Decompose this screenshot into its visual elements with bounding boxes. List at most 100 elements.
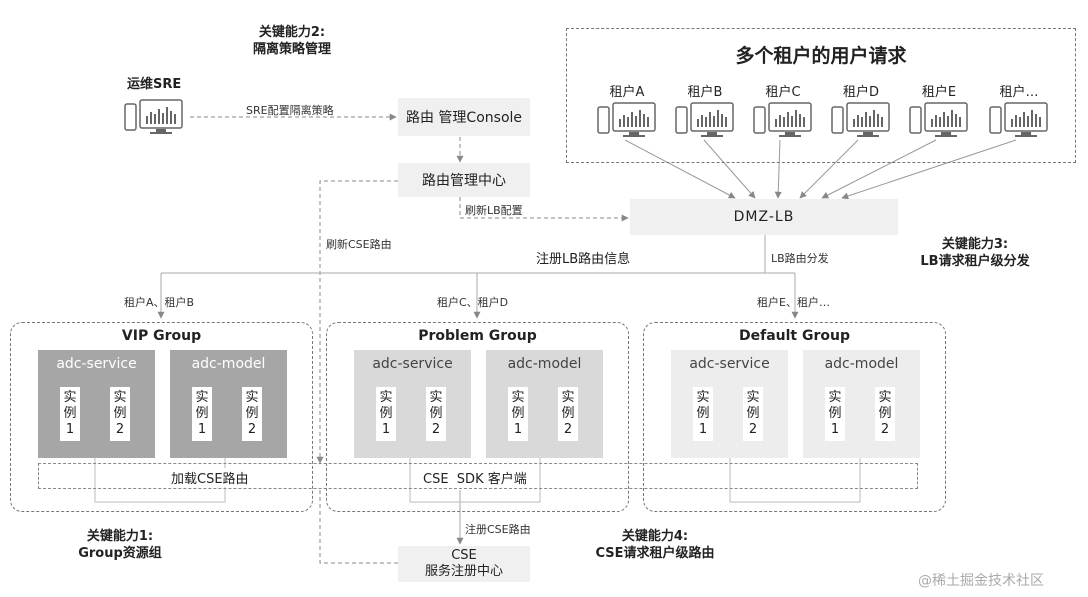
instance-char: 实 bbox=[696, 390, 710, 405]
capability-1-caption: 关键能力1: Group资源组 bbox=[55, 528, 185, 562]
tenant-label: 租户E bbox=[921, 85, 957, 100]
sre-edge-label: SRE配置隔离策略 bbox=[246, 104, 334, 117]
tenant-device-icon bbox=[753, 101, 815, 143]
instance-char: 实 bbox=[63, 390, 77, 405]
instance-char: 例 bbox=[746, 406, 760, 421]
group-title: Default Group bbox=[739, 328, 850, 344]
instance-char: 例 bbox=[511, 406, 525, 421]
instance-char: 例 bbox=[828, 406, 842, 421]
refresh-cse-label: 刷新CSE路由 bbox=[326, 238, 392, 251]
capability-1-desc: Group资源组 bbox=[78, 546, 162, 561]
instance-char: 实 bbox=[878, 390, 892, 405]
capability-3-caption: 关键能力3: LB请求租户级分发 bbox=[900, 236, 1050, 270]
instance-char: 例 bbox=[63, 406, 77, 421]
group-title: VIP Group bbox=[121, 328, 202, 344]
instance-char: 例 bbox=[696, 406, 710, 421]
instance-char: 例 bbox=[429, 406, 443, 421]
tenant-device-icon bbox=[831, 101, 893, 143]
dmz-lb-box: DMZ-LB bbox=[630, 199, 898, 235]
service-name: adc-model bbox=[507, 356, 582, 372]
capability-4-title: 关键能力4: bbox=[621, 529, 689, 544]
route-tag-problem: 租户C、租户D bbox=[437, 296, 509, 309]
sdk-label: CSE SDK 客户端 bbox=[421, 468, 529, 487]
instance-char: 实 bbox=[561, 390, 575, 405]
service-name: adc-model bbox=[191, 356, 266, 372]
capability-2-desc: 隔离策略管理 bbox=[252, 42, 331, 57]
service-name: adc-model bbox=[824, 356, 899, 372]
center-to-lb-edge bbox=[459, 197, 629, 222]
instance-char: 例 bbox=[113, 406, 127, 421]
instance-char: 2 bbox=[563, 422, 573, 437]
instance-char: 例 bbox=[195, 406, 209, 421]
lb-dispatch-label: LB路由分发 bbox=[771, 252, 829, 265]
cse-box-subtitle: 服务注册中心 bbox=[424, 564, 503, 579]
instance-char: 实 bbox=[511, 390, 525, 405]
tenant-device-icon bbox=[597, 101, 659, 143]
tenant-device-icon bbox=[909, 101, 971, 143]
instance-char: 2 bbox=[748, 422, 758, 437]
instance-char: 例 bbox=[379, 406, 393, 421]
capability-1-title: 关键能力1: bbox=[86, 529, 154, 544]
instance-char: 2 bbox=[880, 422, 890, 437]
instance-char: 实 bbox=[379, 390, 393, 405]
tenant-label: 租户… bbox=[999, 85, 1039, 100]
route-console-box: 路由 管理Console bbox=[398, 98, 530, 136]
instance-char: 实 bbox=[828, 390, 842, 405]
sre-label: 运维SRE bbox=[127, 77, 182, 92]
instance-char: 1 bbox=[830, 422, 840, 437]
cse-to-sdk-edge bbox=[319, 490, 398, 564]
instance-char: 1 bbox=[513, 422, 523, 437]
capability-3-desc: LB请求租户级分发 bbox=[920, 254, 1030, 269]
cse-box-title: CSE bbox=[451, 548, 477, 563]
refresh-lb-label: 刷新LB配置 bbox=[465, 204, 523, 217]
instance-char: 实 bbox=[245, 390, 259, 405]
register-lb-label: 注册LB路由信息 bbox=[536, 252, 631, 267]
route-center-box: 路由管理中心 bbox=[398, 163, 530, 197]
cse-registry-box: CSE 服务注册中心 bbox=[398, 546, 530, 582]
tenant-panel-title: 多个租户的用户请求 bbox=[735, 45, 907, 67]
capability-2-caption: 关键能力2: 隔离策略管理 bbox=[232, 24, 352, 58]
tenant-label: 租户B bbox=[687, 85, 723, 100]
service-name: adc-service bbox=[689, 356, 770, 372]
cse-sdk-bar: 加载CSE路由 CSE SDK 客户端 bbox=[38, 463, 918, 489]
instance-char: 实 bbox=[429, 390, 443, 405]
tenant-device-icon bbox=[989, 101, 1051, 143]
instance-char: 例 bbox=[878, 406, 892, 421]
instance-char: 1 bbox=[65, 422, 75, 437]
instance-char: 1 bbox=[197, 422, 207, 437]
capability-4-caption: 关键能力4: CSE请求租户级路由 bbox=[575, 528, 735, 562]
watermark: @稀土掘金技术社区 bbox=[918, 573, 1044, 589]
capability-3-title: 关键能力3: bbox=[941, 237, 1009, 252]
lb-dispatch-tree bbox=[157, 235, 799, 319]
instance-char: 2 bbox=[431, 422, 441, 437]
route-tag-vip: 租户A、租户B bbox=[124, 296, 195, 309]
register-cse-label: 注册CSE路由 bbox=[465, 523, 531, 536]
instance-char: 实 bbox=[113, 390, 127, 405]
tenant-label: 租户C bbox=[765, 85, 801, 100]
service-name: adc-service bbox=[372, 356, 453, 372]
sre-device-icon bbox=[124, 98, 186, 138]
capability-4-desc: CSE请求租户级路由 bbox=[595, 546, 715, 561]
instance-char: 1 bbox=[698, 422, 708, 437]
load-cse-label: 加载CSE路由 bbox=[169, 468, 251, 487]
group-title: Problem Group bbox=[418, 328, 537, 344]
